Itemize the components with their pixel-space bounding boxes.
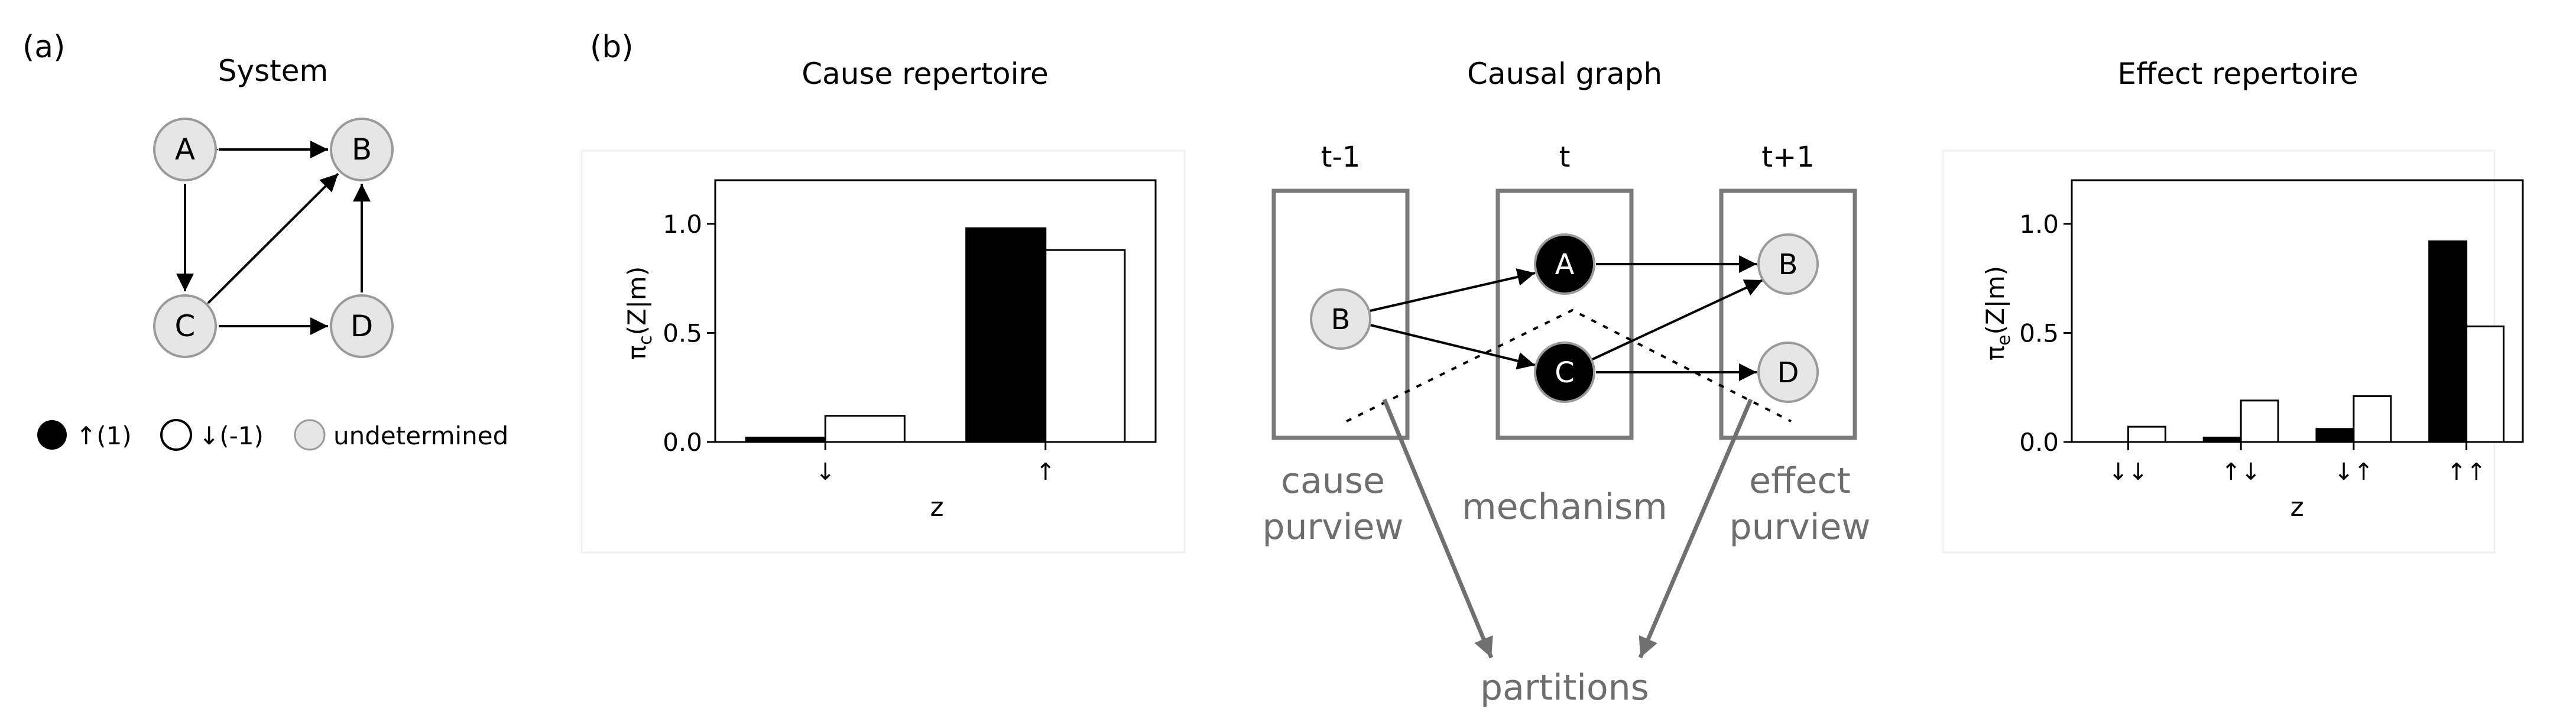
- effect-bar-black: [2315, 428, 2355, 443]
- system-title: System: [218, 54, 328, 88]
- graph-node-d-next-label: D: [1777, 356, 1799, 389]
- panel-b-label: (b): [590, 30, 634, 65]
- cause-ytick-label: 0.0: [663, 428, 702, 457]
- effect-ytick-label: 1.0: [2019, 210, 2059, 239]
- legend-undetermined-label: undetermined: [333, 421, 508, 450]
- cause-purview-label-line1: cause: [1281, 460, 1385, 502]
- cause-chart-xlabel: z: [930, 492, 943, 522]
- effect-axes: [2071, 179, 2524, 443]
- mechanism-box: [1495, 188, 1634, 440]
- cause-bar-white: [824, 415, 906, 443]
- effect-purview-box: [1719, 188, 1857, 440]
- system-node-d: D: [330, 294, 394, 358]
- cause-ytick-label: 1.0: [663, 210, 702, 239]
- partition-arrow-left: [1382, 398, 1494, 659]
- cause-xtick-label: ↓: [815, 459, 835, 486]
- partition-cut-line: [1346, 308, 1792, 422]
- column-label-t-minus-1: t-1: [1321, 141, 1361, 174]
- causal-graph-title: Causal graph: [1467, 57, 1662, 91]
- graph-node-a-mechanism: A: [1534, 233, 1595, 295]
- cause-repertoire-chart: Cause repertoire 0.0 0.5 1.0 ↓ ↑ z πc(Z|m): [580, 57, 1186, 554]
- legend-undetermined-swatch: [294, 419, 326, 451]
- column-label-t-plus-1: t+1: [1761, 141, 1815, 174]
- legend-down-label: ↓(-1): [199, 421, 264, 450]
- system-node-b: B: [330, 118, 394, 181]
- effect-ytick-label: 0.5: [2019, 318, 2059, 347]
- effect-bar-white: [2127, 425, 2166, 443]
- cause-ytick-label: 0.5: [663, 318, 702, 347]
- state-legend: ↑(1) ↓(-1) undetermined: [37, 419, 508, 451]
- graph-node-c-mechanism: C: [1534, 342, 1595, 403]
- cause-bar-black: [965, 227, 1047, 443]
- effect-bar-black: [2428, 240, 2468, 443]
- partitions-label: partitions: [1480, 667, 1649, 708]
- graph-node-a-label: A: [1555, 248, 1575, 281]
- cause-xtick-label: ↑: [1036, 459, 1056, 486]
- graph-node-c-label: C: [1555, 356, 1575, 389]
- graph-node-b-prev: B: [1310, 288, 1371, 350]
- legend-down-swatch: [160, 419, 192, 451]
- effect-bar-white: [2353, 395, 2392, 443]
- graph-edges: [1370, 255, 1763, 381]
- system-node-d-label: D: [351, 309, 374, 343]
- cause-chart-frame: [580, 149, 1186, 554]
- effect-xtick-label: ↑↓: [2221, 459, 2261, 486]
- panel-a: (a) System A B C D ↑(1): [22, 30, 508, 451]
- effect-xtick-label: ↑↑: [2447, 459, 2486, 486]
- edge-bprev-c: [1370, 324, 1536, 370]
- legend-up-swatch: [37, 420, 67, 450]
- effect-ytick-label: 0.0: [2019, 428, 2059, 457]
- graph-node-d-next: D: [1757, 342, 1819, 403]
- system-node-b-label: B: [352, 132, 372, 167]
- effect-repertoire-chart: Effect repertoire 0.0 0.5 1.0 ↓↓ ↑↓ ↓↑ ↑↑ z πe…: [1942, 57, 2524, 554]
- panel-a-label: (a): [22, 30, 65, 65]
- effect-purview-label-line1: effect: [1749, 460, 1851, 502]
- system-node-a: A: [153, 118, 217, 181]
- graph-node-b-next-label: B: [1779, 248, 1798, 281]
- edge-c-b: [189, 173, 339, 322]
- system-edges: [176, 141, 371, 335]
- partition-arrow-right: [1638, 398, 1753, 659]
- cause-bar-white: [1044, 249, 1126, 443]
- mechanism-label: mechanism: [1462, 486, 1667, 528]
- effect-purview-label-line2: purview: [1730, 506, 1871, 548]
- causal-graph: Causal graph t-1 t t+1 B A C: [1263, 57, 1871, 708]
- legend-up-label: ↑(1): [76, 421, 132, 450]
- effect-chart-ylabel: πe(Z|m): [1981, 266, 2014, 360]
- system-node-c: C: [153, 294, 217, 358]
- effect-bar-white: [2240, 399, 2279, 443]
- effect-xtick-label: ↓↓: [2108, 459, 2148, 486]
- cause-axes: [714, 179, 1157, 443]
- system-node-c-label: C: [175, 309, 196, 343]
- cause-chart-ylabel: πc(Z|m): [622, 266, 656, 360]
- column-label-t: t: [1559, 141, 1571, 174]
- cause-purview-box: [1271, 188, 1410, 440]
- system-node-a-label: A: [175, 132, 195, 167]
- edge-c-bnext: [1589, 279, 1763, 362]
- cause-plot-area: 0.0 0.5 1.0 ↓ ↑: [663, 179, 1157, 486]
- effect-bar-white: [2465, 325, 2505, 443]
- effect-plot-area: 0.0 0.5 1.0 ↓↓ ↑↓ ↓↑ ↑↑: [2019, 179, 2524, 486]
- graph-node-b-next: B: [1757, 233, 1819, 295]
- cause-purview-label-line2: purview: [1263, 506, 1404, 548]
- effect-xtick-label: ↓↑: [2334, 459, 2373, 486]
- edge-bprev-a: [1370, 268, 1536, 312]
- effect-chart-title: Effect repertoire: [2117, 57, 2358, 91]
- effect-chart-xlabel: z: [2290, 492, 2304, 522]
- cause-chart-title: Cause repertoire: [802, 57, 1049, 91]
- graph-node-b-prev-label: B: [1331, 303, 1351, 336]
